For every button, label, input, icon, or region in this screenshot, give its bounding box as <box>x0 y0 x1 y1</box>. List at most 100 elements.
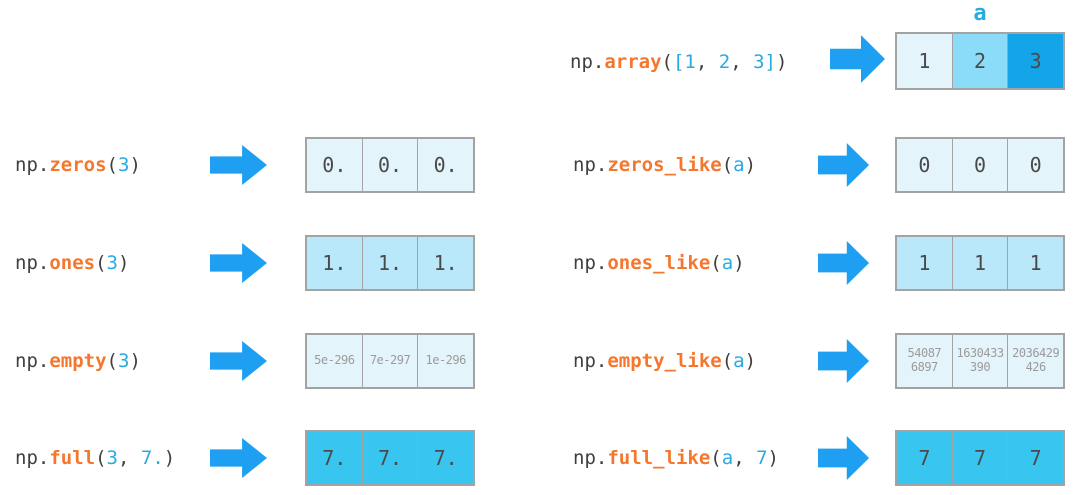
array-cell: 5e-296 <box>307 335 363 387</box>
code-token: ) <box>767 447 779 469</box>
array-cell: 0 <box>1008 139 1064 191</box>
code-token: ( <box>721 154 734 176</box>
array-cell: 0 <box>897 139 953 191</box>
code-token: , <box>118 447 141 469</box>
arrow-icon <box>818 339 870 383</box>
code-token: , <box>733 447 757 469</box>
code-token: zeros_like <box>607 154 722 176</box>
code-token: ) <box>163 447 176 469</box>
array-cell: 0. <box>307 139 363 191</box>
array-label-a: a <box>973 1 987 26</box>
code-token: , <box>695 51 719 73</box>
code-token: 7 <box>756 447 768 469</box>
array-cell: 7. <box>362 432 419 484</box>
code-token: 3 <box>117 154 130 176</box>
code-token: ) <box>744 350 757 372</box>
code-token: a <box>733 154 745 176</box>
code-token: np. <box>573 447 608 469</box>
code-np-empty: np.empty(3) <box>15 349 141 373</box>
code-token: ( <box>661 51 673 73</box>
array-cell: 3 <box>1008 34 1064 88</box>
arrow-icon <box>210 340 267 382</box>
code-np-full: np.full(3, 7.) <box>15 446 175 470</box>
code-token: ) <box>744 154 757 176</box>
code-token: 3 <box>106 447 118 469</box>
code-np-full_like: np.full_like(a, 7) <box>573 446 779 470</box>
code-token: ( <box>95 447 107 469</box>
code-token: a <box>721 252 734 274</box>
code-token: [1 <box>672 51 696 73</box>
code-token: ( <box>721 350 734 372</box>
array-cell: 2036429 426 <box>1008 335 1064 387</box>
array-cell: 7 <box>897 432 953 484</box>
array-cell: 54087 6897 <box>897 335 953 387</box>
code-token: 3 <box>117 350 130 372</box>
code-token: np. <box>15 154 50 176</box>
array-cell: 1630433 390 <box>952 335 1009 387</box>
array-cell: 1 <box>1008 237 1064 289</box>
code-token: ) <box>733 252 745 274</box>
array-cell: 1. <box>362 237 419 289</box>
array-cell: 1. <box>307 237 363 289</box>
code-token: np. <box>570 51 605 73</box>
code-np-zeros: np.zeros(3) <box>15 153 141 177</box>
code-token: ) <box>118 252 130 274</box>
code-token: 2 <box>718 51 731 73</box>
array-box-zeros: 0.0.0. <box>305 137 475 193</box>
array-cell: 2 <box>952 34 1009 88</box>
code-token: full <box>49 447 96 469</box>
code-np-zeros_like: np.zeros_like(a) <box>573 153 756 177</box>
code-token: ( <box>710 447 722 469</box>
code-token: np. <box>573 252 608 274</box>
code-token: , <box>730 51 754 73</box>
code-token: ) <box>129 350 141 372</box>
code-token: ( <box>95 252 107 274</box>
code-token: empty <box>49 350 107 372</box>
array-box-ones: 1.1.1. <box>305 235 475 291</box>
array-cell: 7 <box>1008 432 1064 484</box>
code-np-empty_like: np.empty_like(a) <box>573 349 756 373</box>
code-token: ones_like <box>607 252 711 274</box>
code-token: np. <box>15 447 50 469</box>
code-np-ones: np.ones(3) <box>15 251 129 275</box>
array-cell: 0. <box>418 139 474 191</box>
code-token: 3 <box>106 252 118 274</box>
code-np-array: np.array([1, 2, 3]) <box>570 50 787 74</box>
arrow-icon <box>210 242 267 284</box>
array-cell: 0 <box>952 139 1009 191</box>
array-cell: 7e-297 <box>362 335 419 387</box>
code-token: np. <box>573 154 608 176</box>
code-token: array <box>604 51 662 73</box>
array-cell: 1 <box>897 34 953 88</box>
code-token: a <box>721 447 734 469</box>
code-token: ones <box>49 252 96 274</box>
code-token: np. <box>573 350 608 372</box>
code-token: np. <box>15 350 50 372</box>
code-token: zeros <box>49 154 107 176</box>
code-token: ) <box>776 51 788 73</box>
array-cell: 7. <box>307 432 363 484</box>
code-token: ( <box>106 154 118 176</box>
array-cell: 1e-296 <box>418 335 474 387</box>
code-token: empty_like <box>607 350 722 372</box>
code-token: ) <box>129 154 141 176</box>
arrow-icon <box>210 144 267 186</box>
array-cell: 0. <box>362 139 419 191</box>
array-cell: 1 <box>897 237 953 289</box>
code-token: np. <box>15 252 50 274</box>
arrow-icon <box>818 436 870 480</box>
arrow-icon <box>818 143 870 187</box>
array-cell: 1. <box>418 237 474 289</box>
arrow-icon <box>830 35 885 83</box>
code-token: ( <box>710 252 722 274</box>
arrow-icon <box>210 437 267 479</box>
code-token: ( <box>106 350 118 372</box>
arrow-icon <box>818 241 870 285</box>
